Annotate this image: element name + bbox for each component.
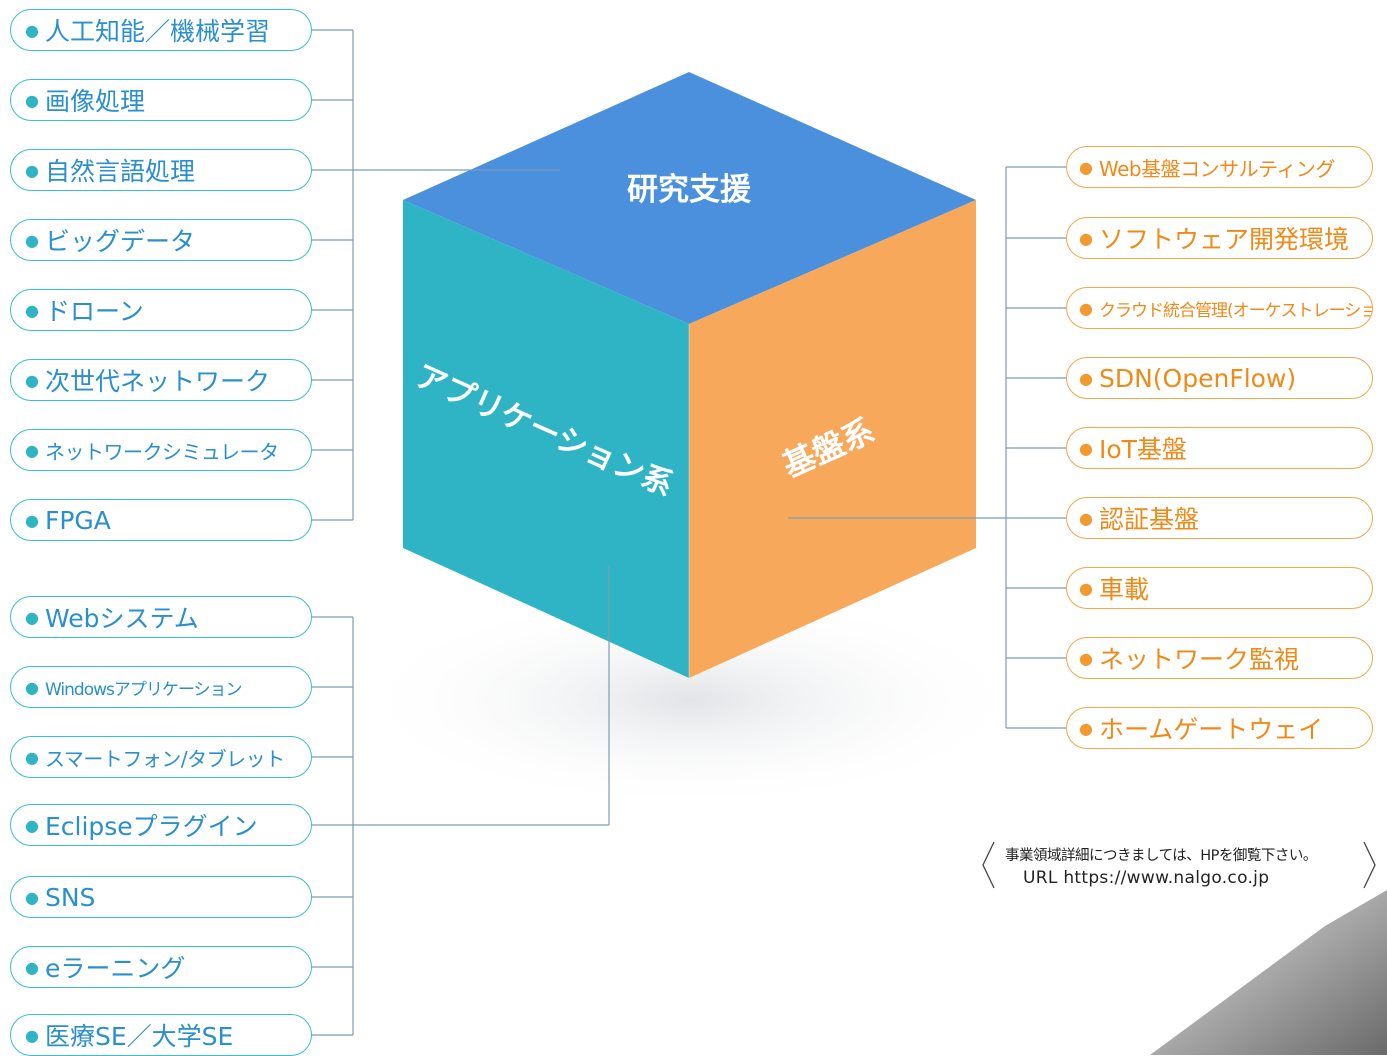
application-item-windows-app: ●Windowsアプリケーション xyxy=(10,666,312,708)
application-item-sns: ●SNS xyxy=(10,876,312,918)
research-item-label: ドローン xyxy=(44,297,144,326)
research-item-label: ビッグデータ xyxy=(44,227,195,256)
note-text: 事業領域詳細につきましては、HPを御覧下さい。 xyxy=(1005,848,1317,864)
application-item-smartphone-tablet: ●スマートフォン/タブレット xyxy=(10,736,312,778)
bullet-icon: ● xyxy=(25,300,39,320)
infrastructure-item-iot: ●IoT基盤 xyxy=(1066,427,1373,469)
research-item-ai-ml: ●人工知能／機械学習 xyxy=(10,9,312,51)
bullet-icon: ● xyxy=(25,677,39,697)
application-item-label: Webシステム xyxy=(44,604,199,633)
research-item-label: 次世代ネットワーク xyxy=(44,367,270,396)
infrastructure-item-dev-environment: ●ソフトウェア開発環境 xyxy=(1066,217,1373,259)
application-item-elearning: ●eラーニング xyxy=(10,946,312,988)
infrastructure-item-sdn: ●SDN(OpenFlow) xyxy=(1066,357,1373,399)
bullet-icon: ● xyxy=(25,90,39,110)
bullet-icon: ● xyxy=(1079,648,1093,668)
note-brackets xyxy=(982,841,1376,889)
research-item-next-gen-network: ●次世代ネットワーク xyxy=(10,359,312,401)
research-item-nlp: ●自然言語処理 xyxy=(10,149,312,191)
infrastructure-item-label: クラウド統合管理(オーケストレーション) xyxy=(1098,300,1373,321)
research-item-label: FPGA xyxy=(44,505,111,535)
application-item-web-system: ●Webシステム xyxy=(10,596,312,638)
bullet-icon: ● xyxy=(1079,157,1093,177)
infrastructure-item-label: ホームゲートウェイ xyxy=(1098,715,1324,744)
bullet-icon: ● xyxy=(25,815,39,835)
research-item-image-processing: ●画像処理 xyxy=(10,79,312,121)
bullet-icon: ● xyxy=(25,440,39,460)
infrastructure-item-label: ネットワーク監視 xyxy=(1098,645,1299,674)
bullet-icon: ● xyxy=(25,957,39,977)
cube-shadow xyxy=(350,590,1030,810)
research-connectors xyxy=(312,29,560,521)
bullet-icon: ● xyxy=(1079,578,1093,598)
note-url[interactable]: URL https://www.nalgo.co.jp xyxy=(1023,868,1270,888)
infrastructure-item-auth: ●認証基盤 xyxy=(1066,497,1373,539)
infrastructure-item-label: SDN(OpenFlow) xyxy=(1098,363,1297,393)
cube-top-label: 研究支援 xyxy=(627,172,752,208)
bullet-icon: ● xyxy=(25,370,39,390)
bullet-icon: ● xyxy=(25,607,39,627)
research-item-big-data: ●ビッグデータ xyxy=(10,219,312,261)
application-item-label: Eclipseプラグイン xyxy=(44,812,258,841)
infrastructure-item-label: Web基盤コンサルティング xyxy=(1098,156,1335,181)
infrastructure-item-home-gateway: ●ホームゲートウェイ xyxy=(1066,707,1373,749)
infrastructure-item-label: ソフトウェア開発環境 xyxy=(1098,225,1349,254)
infrastructure-item-network-monitoring: ●ネットワーク監視 xyxy=(1066,637,1373,679)
bullet-icon: ● xyxy=(25,510,39,530)
research-item-label: ネットワークシミュレータ xyxy=(44,439,279,464)
application-item-eclipse-plugin: ●Eclipseプラグイン xyxy=(10,804,312,846)
infrastructure-item-label: IoT基盤 xyxy=(1098,435,1187,464)
infrastructure-item-web-consulting: ●Web基盤コンサルティング xyxy=(1066,146,1373,188)
application-connectors xyxy=(312,565,610,1036)
bullet-icon: ● xyxy=(25,887,39,907)
bullet-icon: ● xyxy=(25,160,39,180)
research-item-fpga: ●FPGA xyxy=(10,499,312,541)
infrastructure-item-automotive: ●車載 xyxy=(1066,567,1373,609)
bullet-icon: ● xyxy=(1079,298,1093,318)
application-item-label: eラーニング xyxy=(44,954,186,983)
application-item-label: 医療SE／大学SE xyxy=(44,1022,234,1051)
infrastructure-item-cloud-orchestration: ●クラウド統合管理(オーケストレーション) xyxy=(1066,287,1373,329)
application-item-medical-university-se: ●医療SE／大学SE xyxy=(10,1014,312,1056)
bullet-icon: ● xyxy=(25,1025,39,1045)
bullet-icon: ● xyxy=(25,747,39,767)
application-item-label: SNS xyxy=(44,882,96,912)
bullet-icon: ● xyxy=(1079,438,1093,458)
bullet-icon: ● xyxy=(1079,228,1093,248)
application-item-label: スマートフォン/タブレット xyxy=(44,746,285,771)
research-item-network-simulator: ●ネットワークシミュレータ xyxy=(10,429,312,471)
cube-left-face xyxy=(403,200,689,678)
infrastructure-item-label: 車載 xyxy=(1098,575,1149,604)
infrastructure-connectors xyxy=(788,166,1066,729)
bullet-icon: ● xyxy=(1079,368,1093,388)
device-graphic xyxy=(1150,890,1387,1055)
cube-top-face xyxy=(403,72,976,324)
infrastructure-item-label: 認証基盤 xyxy=(1098,505,1199,534)
research-item-drone: ●ドローン xyxy=(10,289,312,331)
bullet-icon: ● xyxy=(25,230,39,250)
bullet-icon: ● xyxy=(25,20,39,40)
research-item-label: 画像処理 xyxy=(44,87,145,116)
cube-right-face xyxy=(689,200,976,678)
website-note: 事業領域詳細につきましては、HPを御覧下さい。 URL https://www.… xyxy=(985,838,1375,894)
application-item-label: Windowsアプリケーション xyxy=(44,679,243,700)
bullet-icon: ● xyxy=(1079,718,1093,738)
research-item-label: 自然言語処理 xyxy=(44,157,195,186)
bullet-icon: ● xyxy=(1079,508,1093,528)
research-item-label: 人工知能／機械学習 xyxy=(44,17,270,46)
